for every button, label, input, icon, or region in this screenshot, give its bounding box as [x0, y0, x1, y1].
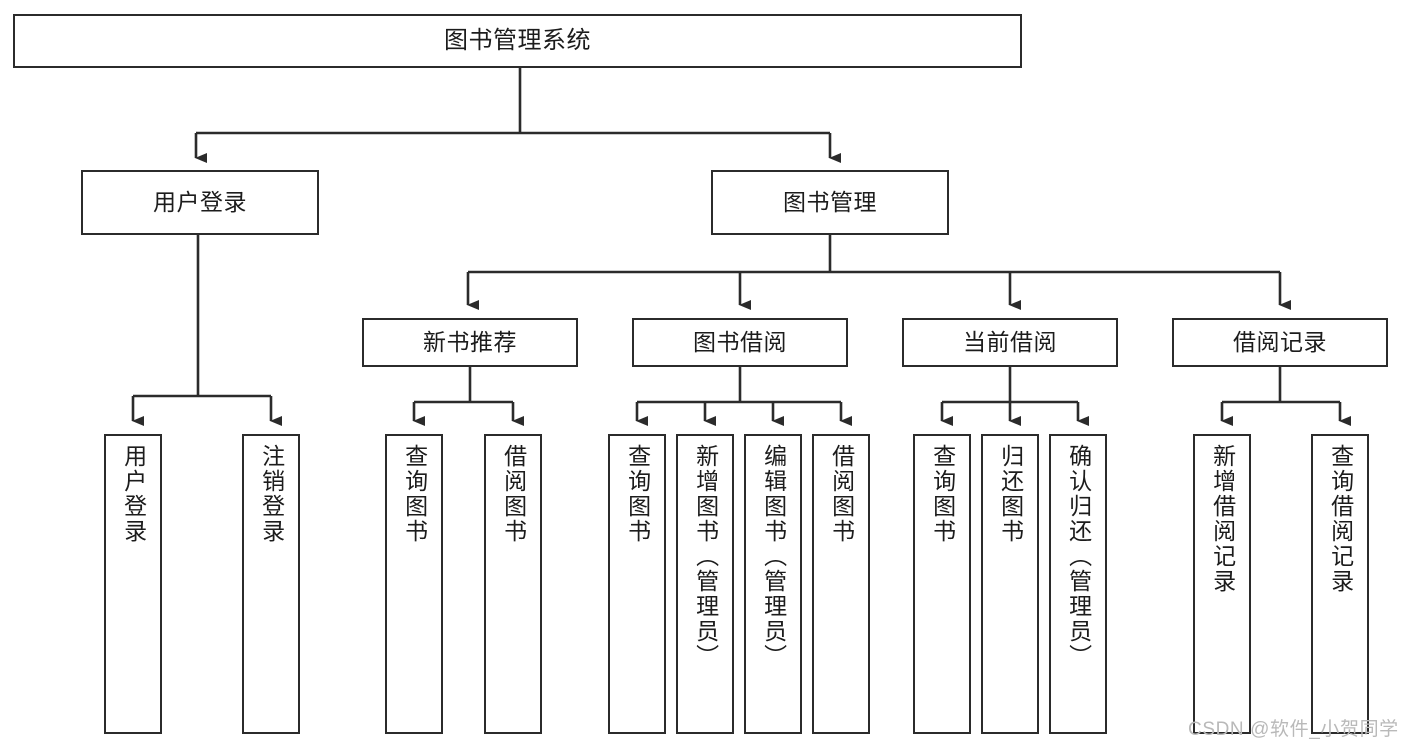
node-new-book-rec[interactable]: 新书推荐 — [362, 318, 578, 367]
node-current-borrow[interactable]: 当前借阅 — [902, 318, 1118, 367]
node-leaf-user-logout-label: 注销登录 — [258, 444, 285, 544]
node-leaf-rec-search[interactable]: 查询借阅记录 — [1311, 434, 1369, 734]
node-leaf-rec-query-label: 查询图书 — [401, 444, 428, 544]
node-leaf-rec-add[interactable]: 新增借阅记录 — [1193, 434, 1251, 734]
node-user-login[interactable]: 用户登录 — [81, 170, 319, 235]
node-user-login-label: 用户登录 — [153, 188, 247, 215]
node-leaf-rec-borrow-label: 借阅图书 — [500, 444, 527, 544]
node-leaf-cur-confirm-label: 确认归还（管理员） — [1065, 444, 1092, 669]
node-leaf-rec-search-label: 查询借阅记录 — [1327, 444, 1354, 594]
node-leaf-cur-return[interactable]: 归还图书 — [981, 434, 1039, 734]
node-current-borrow-label: 当前借阅 — [963, 328, 1057, 355]
node-borrow-record[interactable]: 借阅记录 — [1172, 318, 1388, 367]
node-borrow-record-label: 借阅记录 — [1233, 328, 1327, 355]
node-leaf-cur-query-label: 查询图书 — [929, 444, 956, 544]
node-book-manage[interactable]: 图书管理 — [711, 170, 949, 235]
node-leaf-cur-confirm[interactable]: 确认归还（管理员） — [1049, 434, 1107, 734]
node-leaf-rec-borrow[interactable]: 借阅图书 — [484, 434, 542, 734]
node-root-label: 图书管理系统 — [444, 26, 591, 54]
node-book-manage-label: 图书管理 — [783, 188, 877, 215]
node-leaf-borrow-add-label: 新增图书（管理员） — [692, 444, 719, 669]
node-leaf-user-login[interactable]: 用户登录 — [104, 434, 162, 734]
node-leaf-borrow-query[interactable]: 查询图书 — [608, 434, 666, 734]
node-new-book-rec-label: 新书推荐 — [423, 328, 517, 355]
node-leaf-borrow-lend-label: 借阅图书 — [828, 444, 855, 544]
node-leaf-borrow-query-label: 查询图书 — [624, 444, 651, 544]
node-leaf-cur-return-label: 归还图书 — [997, 444, 1024, 544]
node-leaf-user-login-label: 用户登录 — [120, 444, 147, 544]
node-book-borrow[interactable]: 图书借阅 — [632, 318, 848, 367]
node-leaf-rec-add-label: 新增借阅记录 — [1209, 444, 1236, 594]
node-leaf-rec-query[interactable]: 查询图书 — [385, 434, 443, 734]
node-leaf-borrow-edit[interactable]: 编辑图书（管理员） — [744, 434, 802, 734]
node-leaf-borrow-add[interactable]: 新增图书（管理员） — [676, 434, 734, 734]
node-leaf-borrow-edit-label: 编辑图书（管理员） — [760, 444, 787, 669]
node-leaf-borrow-lend[interactable]: 借阅图书 — [812, 434, 870, 734]
node-leaf-user-logout[interactable]: 注销登录 — [242, 434, 300, 734]
node-leaf-cur-query[interactable]: 查询图书 — [913, 434, 971, 734]
node-book-borrow-label: 图书借阅 — [693, 328, 787, 355]
node-root[interactable]: 图书管理系统 — [13, 14, 1022, 68]
